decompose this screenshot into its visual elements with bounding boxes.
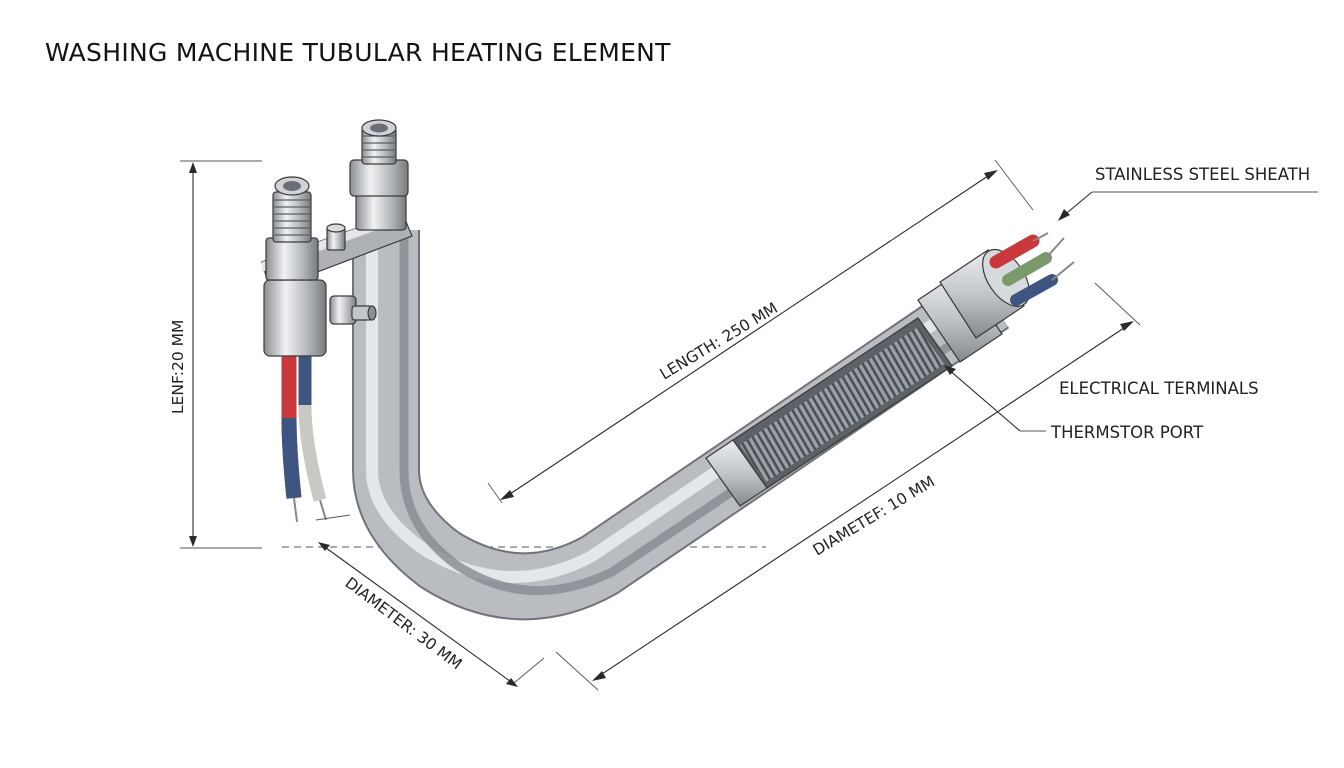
thermistor-port bbox=[329, 295, 377, 325]
terminal-wires bbox=[989, 232, 1075, 306]
callout-terminals: ELECTRICAL TERMINALS bbox=[1059, 379, 1259, 398]
coil-cutaway bbox=[732, 317, 953, 489]
length-dimension-label: LENGTH: 250 MM bbox=[657, 299, 781, 383]
tube-sleeve bbox=[705, 439, 768, 507]
heating-tube bbox=[352, 230, 1010, 621]
right-terminal bbox=[349, 119, 409, 231]
callout-terminals-label: ELECTRICAL TERMINALS bbox=[1059, 379, 1259, 398]
callout-sheath-label: STAINLESS STEEL SHEATH bbox=[1095, 165, 1310, 184]
center-pin bbox=[326, 223, 346, 251]
diagram-title: WASHING MACHINE TUBULAR HEATING ELEMENT bbox=[45, 38, 671, 67]
callout-thermistor-label: THERMSTOR PORT bbox=[1050, 423, 1204, 442]
left-terminal bbox=[263, 176, 327, 357]
tube-diameter-label: DIAMETEF: 10 MM bbox=[810, 473, 938, 560]
lead-wires bbox=[281, 350, 327, 523]
callout-sheath: STAINLESS STEEL SHEATH bbox=[1058, 165, 1318, 221]
height-dimension: LENF:20 MM bbox=[169, 160, 262, 549]
height-dimension-label: LENF:20 MM bbox=[169, 320, 187, 414]
tube-diameter-dimension: DIAMETEF: 10 MM bbox=[555, 282, 1141, 691]
callout-thermistor: THERMSTOR PORT bbox=[944, 365, 1204, 442]
